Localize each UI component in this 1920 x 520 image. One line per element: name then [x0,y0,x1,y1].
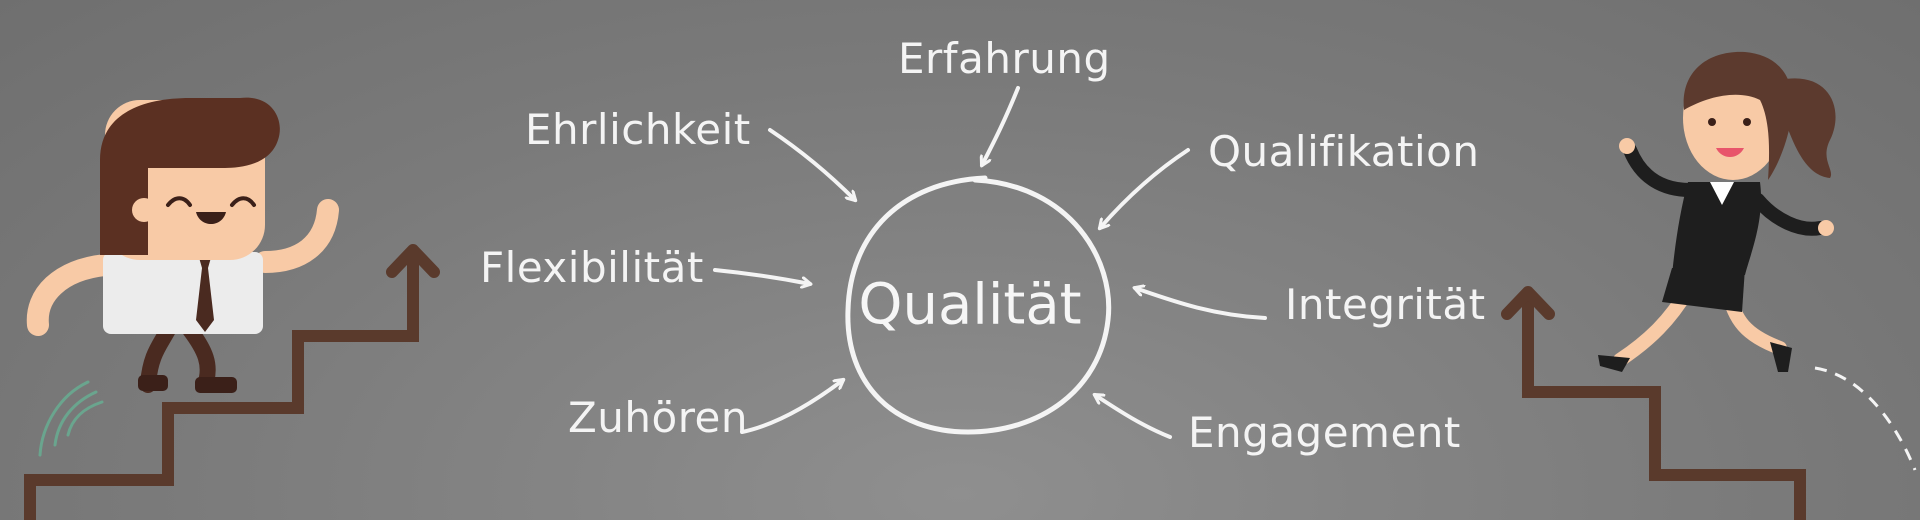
label-qualifikation: Qualifikation [1208,127,1480,176]
right-stairs-arrowhead [1501,286,1555,320]
motion-trail [1814,366,1917,471]
arrow-integritaet [1135,288,1267,320]
label-integritaet: Integrität [1285,280,1486,329]
right-stairs [1501,286,1806,520]
left-stairs-arrowhead [386,244,440,278]
label-zuhoeren: Zuhören [568,393,749,442]
label-flexibilitaet: Flexibilität [480,243,704,292]
arrow-erfahrung [982,86,1020,165]
businesswoman-figure [1598,51,1836,372]
arrow-engagement [1095,395,1172,439]
label-ehrlichkeit: Ehrlichkeit [525,105,751,154]
arrow-flexibilitaet [713,268,810,284]
businessman-figure [26,97,339,393]
center-circle [845,175,1112,435]
label-erfahrung: Erfahrung [898,34,1111,83]
center-label: Qualität [858,272,1082,338]
arrow-ehrlichkeit [768,128,855,200]
arrow-zuhoeren [740,380,843,434]
label-engagement: Engagement [1188,408,1461,457]
arrow-qualifikation [1100,148,1190,228]
left-stairs [24,244,440,520]
motion-lines [38,380,104,457]
